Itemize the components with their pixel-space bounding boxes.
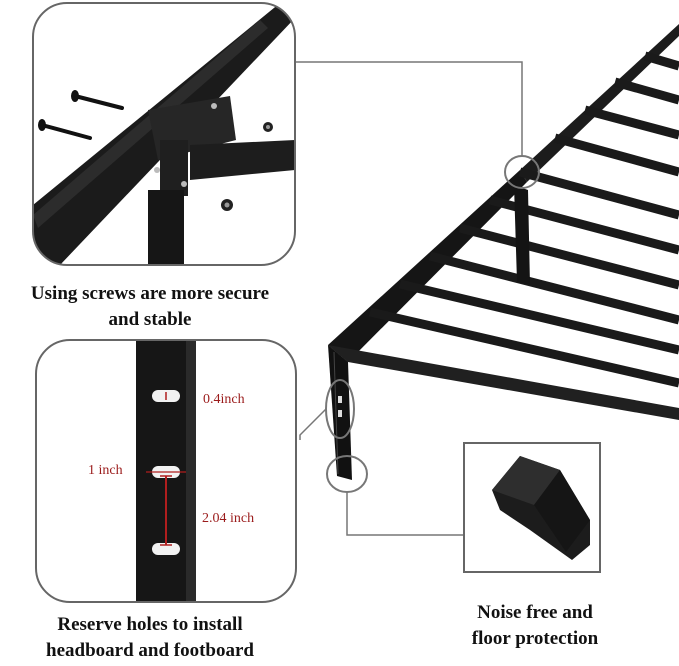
noise-caption-line1: Noise free and [477,602,593,623]
callout-connectors [294,61,523,536]
holes-detail-inset [35,339,297,603]
holes-caption-line2: headboard and footboard [46,640,254,661]
screws-caption-line2: and stable [108,309,192,330]
noise-caption-line2: floor protection [471,628,599,649]
screws-caption-line1: Using screws are more secure [30,283,270,304]
foot-pad-detail-inset [463,442,601,573]
noise-caption: Noise free and floor protection [420,600,650,652]
hole-height-label: 1 inch [88,463,123,478]
holes-caption: Reserve holes to install headboard and f… [0,612,300,664]
hole-spacing-label: 2.04 inch [202,511,255,526]
screws-caption: Using screws are more secure and stable [0,281,300,333]
screws-detail-inset [32,2,296,266]
holes-caption-line1: Reserve holes to install [57,614,243,635]
bed-frame-illustration [328,24,679,480]
hole-width-label: 0.4inch [203,392,245,407]
